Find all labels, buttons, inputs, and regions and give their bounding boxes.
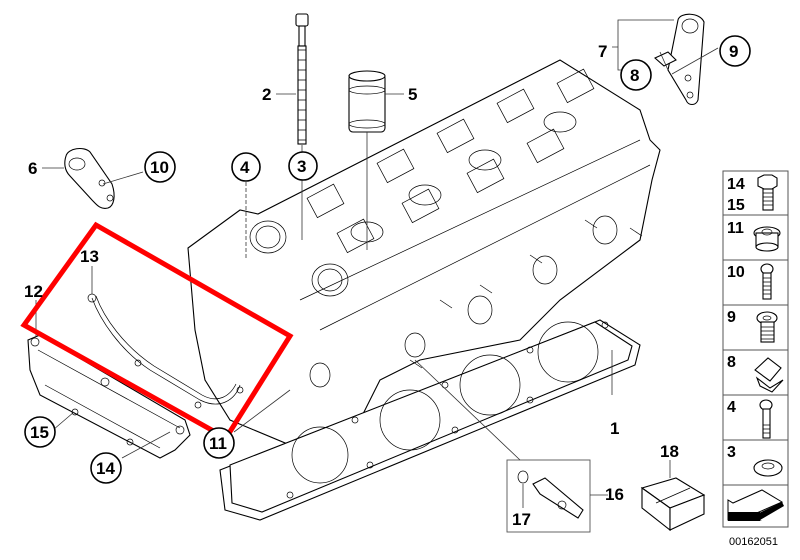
cylinder-head-bolt[interactable] — [295, 13, 309, 145]
torx-bolt-icon — [759, 399, 773, 439]
legend-item-8[interactable]: 8 — [727, 354, 784, 393]
svg-text:4: 4 — [727, 399, 736, 416]
callout-10-left[interactable]: 10 — [144, 151, 176, 183]
diagram-id: 00162051 — [729, 536, 778, 548]
callout-5[interactable]: 5 — [408, 85, 417, 104]
legend-item-14-15[interactable]: 14 15 — [727, 174, 778, 214]
engine-lifting-bracket-7[interactable] — [654, 13, 705, 106]
engine-lifting-bracket-6[interactable] — [64, 147, 115, 209]
callout-4[interactable]: 4 — [231, 152, 261, 182]
hex-bolt-icon — [757, 174, 778, 211]
svg-text:14: 14 — [96, 459, 115, 478]
callout-11[interactable]: 11 — [203, 427, 235, 459]
legend-item-4[interactable]: 4 — [727, 399, 773, 439]
callout-2[interactable]: 2 — [262, 85, 271, 104]
svg-text:4: 4 — [240, 158, 250, 177]
clip-icon — [754, 357, 784, 393]
svg-text:8: 8 — [630, 66, 639, 85]
svg-text:11: 11 — [209, 434, 227, 453]
callout-1[interactable]: 1 — [610, 419, 619, 438]
legend-panel: 14 15 11 10 — [722, 170, 789, 528]
callout-12[interactable]: 12 — [24, 282, 43, 301]
countersunk-screw-icon — [756, 311, 778, 343]
legend-item-3[interactable]: 3 — [727, 444, 783, 477]
callout-15[interactable]: 15 — [24, 416, 56, 448]
svg-text:9: 9 — [727, 309, 736, 326]
screw-plug-icon — [753, 226, 781, 252]
legend-item-9[interactable]: 9 — [727, 309, 778, 343]
callout-7[interactable]: 7 — [598, 42, 607, 61]
small-parts-kit[interactable] — [640, 477, 706, 532]
svg-text:9: 9 — [729, 42, 738, 61]
svg-text:3: 3 — [297, 157, 306, 176]
svg-text:8: 8 — [727, 354, 736, 371]
direction-arrow-icon — [727, 489, 784, 521]
sleeve[interactable] — [348, 70, 386, 133]
svg-text:10: 10 — [150, 158, 169, 177]
svg-text:11: 11 — [727, 220, 744, 237]
legend-item-11[interactable]: 11 — [727, 220, 781, 252]
svg-text:15: 15 — [727, 197, 745, 214]
legend-item-10[interactable]: 10 — [727, 263, 774, 300]
callout-18[interactable]: 18 — [660, 442, 679, 461]
svg-text:15: 15 — [30, 423, 49, 442]
callout-9[interactable]: 9 — [719, 35, 751, 67]
callout-14[interactable]: 14 — [90, 452, 122, 484]
callout-17[interactable]: 17 — [512, 510, 531, 529]
sensor-kit[interactable] — [506, 459, 591, 533]
cylinder-head[interactable] — [187, 59, 661, 446]
callout-16[interactable]: 16 — [605, 485, 624, 504]
cheese-head-screw-icon — [760, 263, 774, 300]
callout-13[interactable]: 13 — [80, 247, 99, 266]
svg-text:14: 14 — [727, 176, 745, 193]
callout-6[interactable]: 6 — [28, 159, 37, 178]
washer-icon — [753, 459, 783, 477]
callout-3[interactable]: 3 — [288, 151, 318, 181]
callout-8[interactable]: 8 — [620, 59, 652, 91]
cover-gasket[interactable] — [87, 293, 244, 409]
svg-text:3: 3 — [727, 444, 736, 461]
head-gasket[interactable] — [219, 319, 641, 521]
svg-text:10: 10 — [727, 264, 745, 281]
